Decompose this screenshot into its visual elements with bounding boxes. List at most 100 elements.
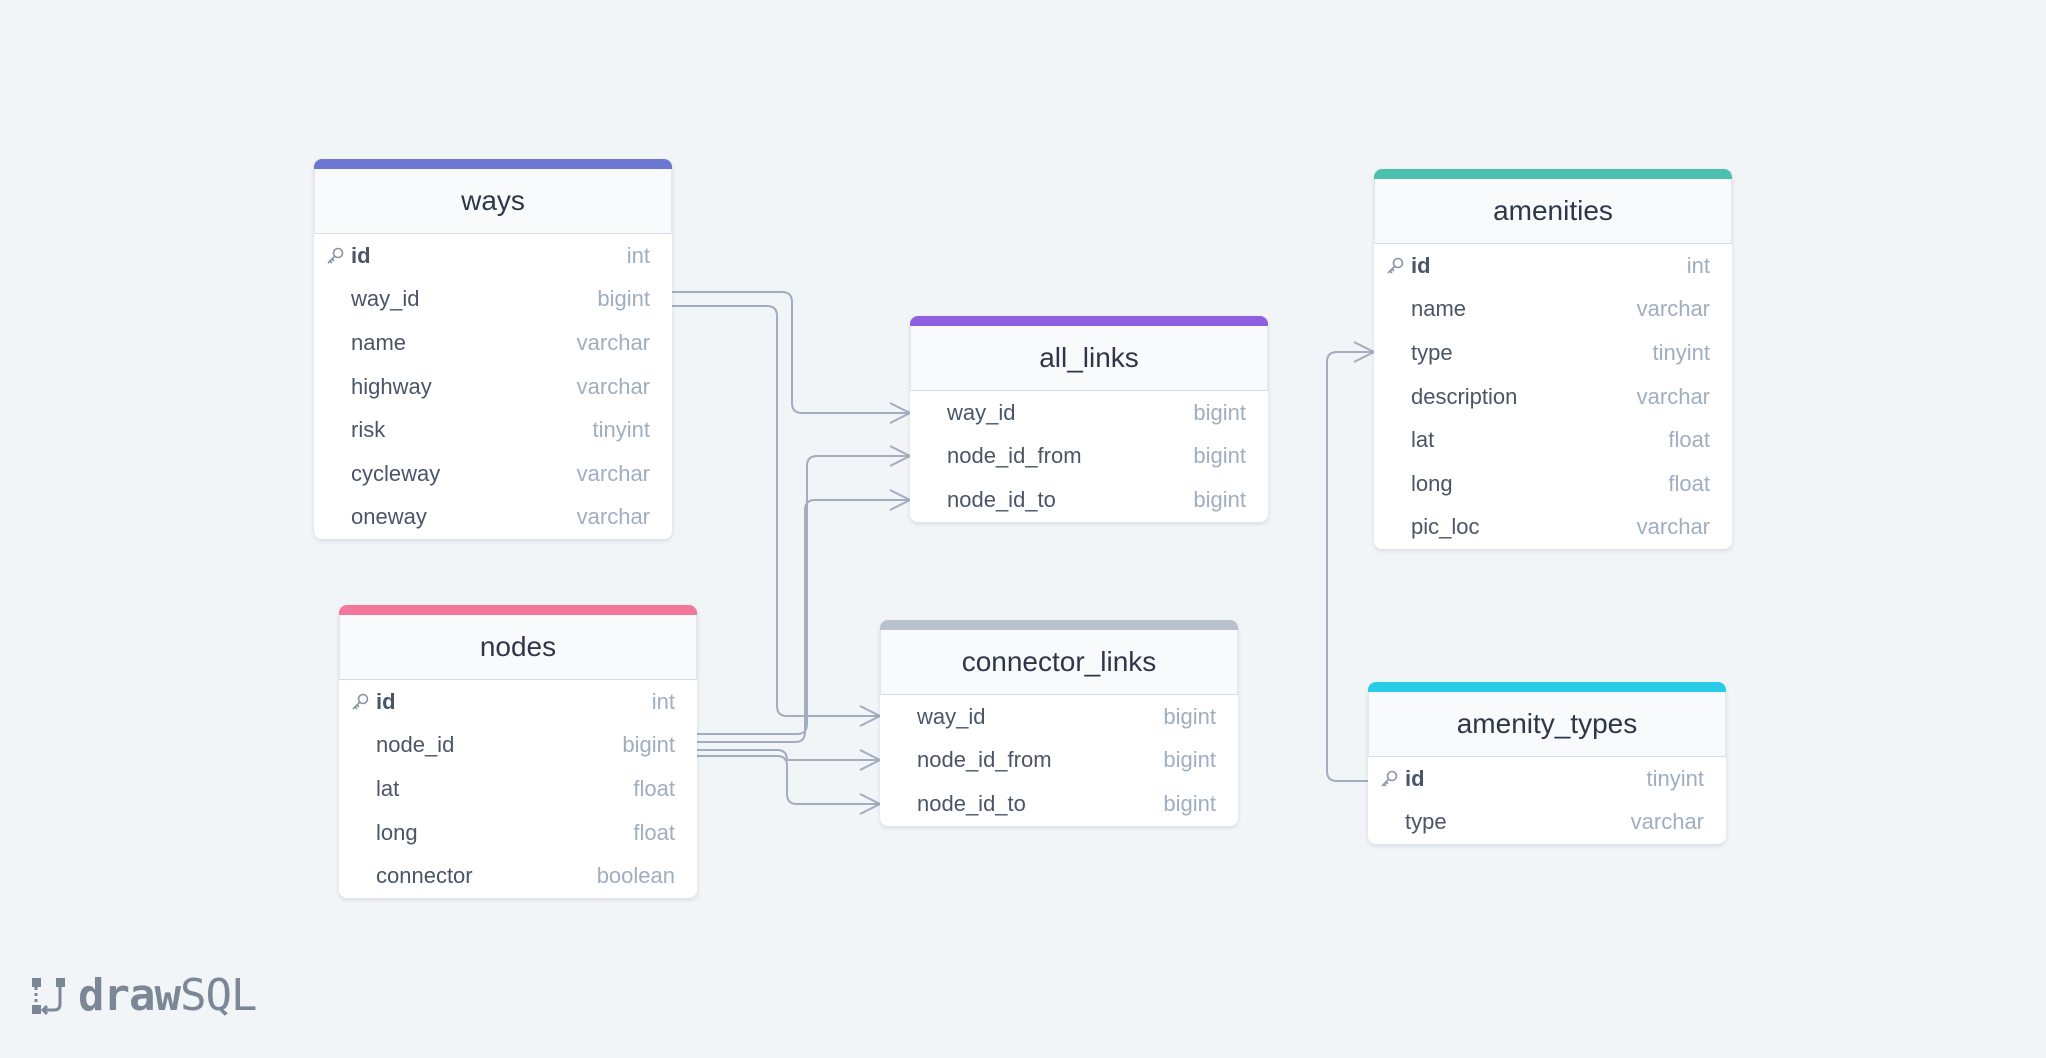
table-title[interactable]: connector_links: [880, 630, 1238, 695]
table-amenity-types[interactable]: amenity_types id tinyint type varchar: [1368, 682, 1726, 845]
column-name: id: [351, 242, 371, 268]
table-accent-bar: [910, 316, 1268, 326]
column-name: node_id_from: [917, 747, 1052, 773]
column-row[interactable]: long float: [339, 811, 697, 855]
column-name: connector: [376, 863, 473, 889]
relationship-line[interactable]: [1326, 351, 1374, 782]
column-row[interactable]: connector boolean: [339, 854, 697, 898]
drawsql-logo-icon: [32, 977, 65, 1015]
column-name: long: [376, 819, 418, 845]
column-type: bigint: [1163, 703, 1216, 729]
column-type: tinyint: [1652, 339, 1710, 365]
column-type: varchar: [576, 460, 650, 486]
table-accent-bar: [880, 620, 1238, 630]
column-type: bigint: [1193, 443, 1246, 469]
column-name: long: [1411, 470, 1453, 496]
column-row[interactable]: way_id bigint: [314, 278, 672, 322]
column-row[interactable]: id int: [1374, 244, 1732, 288]
column-row[interactable]: long float: [1374, 462, 1732, 506]
column-name: name: [1411, 296, 1467, 322]
key-icon: [352, 693, 369, 710]
column-row[interactable]: way_id bigint: [910, 391, 1268, 435]
column-row[interactable]: id int: [314, 234, 672, 278]
relationship-line[interactable]: [697, 749, 880, 762]
column-type: float: [633, 775, 675, 801]
column-name: node_id_to: [917, 790, 1026, 816]
relationship-line[interactable]: [672, 291, 910, 414]
column-row[interactable]: name varchar: [314, 321, 672, 365]
column-name: way_id: [947, 399, 1016, 425]
key-icon: [1381, 770, 1398, 787]
column-row[interactable]: node_id_from bigint: [910, 435, 1268, 479]
column-name: highway: [351, 373, 432, 399]
column-name: risk: [351, 417, 386, 443]
column-type: bigint: [597, 286, 650, 312]
crowfoot-icon: [859, 793, 881, 815]
column-type: varchar: [576, 373, 650, 399]
column-type: int: [626, 242, 650, 268]
crowfoot-icon: [889, 402, 911, 424]
column-row[interactable]: risk tinyint: [314, 408, 672, 452]
column-row[interactable]: pic_loc varchar: [1374, 506, 1732, 550]
column-row[interactable]: node_id bigint: [339, 724, 697, 768]
relationship-line[interactable]: [697, 455, 910, 735]
column-type: tinyint: [592, 417, 650, 443]
column-type: bigint: [622, 732, 675, 758]
table-title[interactable]: amenity_types: [1368, 692, 1726, 757]
column-type: int: [1686, 252, 1710, 278]
column-type: bigint: [1163, 747, 1216, 773]
relationship-line[interactable]: [697, 755, 880, 805]
column-row[interactable]: id tinyint: [1368, 757, 1726, 801]
column-row[interactable]: type varchar: [1368, 801, 1726, 845]
column-name: node_id_to: [947, 486, 1056, 512]
column-row[interactable]: name varchar: [1374, 288, 1732, 332]
crowfoot-icon: [889, 489, 911, 511]
column-type: varchar: [1636, 296, 1710, 322]
crowfoot-icon: [889, 445, 911, 467]
column-name: cycleway: [351, 460, 441, 486]
relationship-line[interactable]: [672, 305, 880, 717]
column-name: description: [1411, 383, 1518, 409]
column-type: float: [1668, 427, 1710, 453]
table-title[interactable]: ways: [314, 169, 672, 234]
table-nodes[interactable]: nodes id int node_id bigint lat float lo…: [339, 605, 697, 898]
column-row[interactable]: lat float: [339, 767, 697, 811]
table-connector-links[interactable]: connector_links way_id bigint node_id_fr…: [880, 620, 1238, 826]
drawsql-logo-text: drawSQL: [78, 970, 257, 1021]
table-all-links[interactable]: all_links way_id bigint node_id_from big…: [910, 316, 1268, 522]
column-name: node_id_from: [947, 443, 1082, 469]
table-accent-bar: [1368, 682, 1726, 692]
column-row[interactable]: type tinyint: [1374, 331, 1732, 375]
column-row[interactable]: cycleway varchar: [314, 452, 672, 496]
column-name: id: [1411, 252, 1431, 278]
column-row[interactable]: id int: [339, 680, 697, 724]
relationship-line[interactable]: [697, 499, 910, 743]
column-row[interactable]: oneway varchar: [314, 496, 672, 540]
key-icon: [1387, 257, 1404, 274]
column-row[interactable]: node_id_from bigint: [880, 739, 1238, 783]
table-ways[interactable]: ways id int way_id bigint name varchar h…: [314, 159, 672, 540]
table-title[interactable]: nodes: [339, 615, 697, 680]
table-title[interactable]: amenities: [1374, 179, 1732, 244]
column-row[interactable]: node_id_to bigint: [910, 478, 1268, 522]
column-name: id: [1405, 765, 1425, 791]
column-row[interactable]: node_id_to bigint: [880, 782, 1238, 826]
column-type: bigint: [1163, 790, 1216, 816]
table-title[interactable]: all_links: [910, 326, 1268, 391]
crowfoot-icon: [859, 705, 881, 727]
drawsql-logo[interactable]: drawSQL: [30, 970, 257, 1021]
crowfoot-icon: [859, 749, 881, 771]
column-row[interactable]: description varchar: [1374, 375, 1732, 419]
column-row[interactable]: lat float: [1374, 418, 1732, 462]
column-type: varchar: [1636, 383, 1710, 409]
column-name: lat: [376, 775, 400, 801]
column-row[interactable]: way_id bigint: [880, 695, 1238, 739]
column-row[interactable]: highway varchar: [314, 365, 672, 409]
column-name: node_id: [376, 732, 455, 758]
column-type: varchar: [576, 329, 650, 355]
column-name: id: [376, 688, 396, 714]
table-amenities[interactable]: amenities id int name varchar type tinyi…: [1374, 169, 1732, 550]
column-type: varchar: [1630, 809, 1704, 835]
crowfoot-icon: [1353, 341, 1375, 363]
